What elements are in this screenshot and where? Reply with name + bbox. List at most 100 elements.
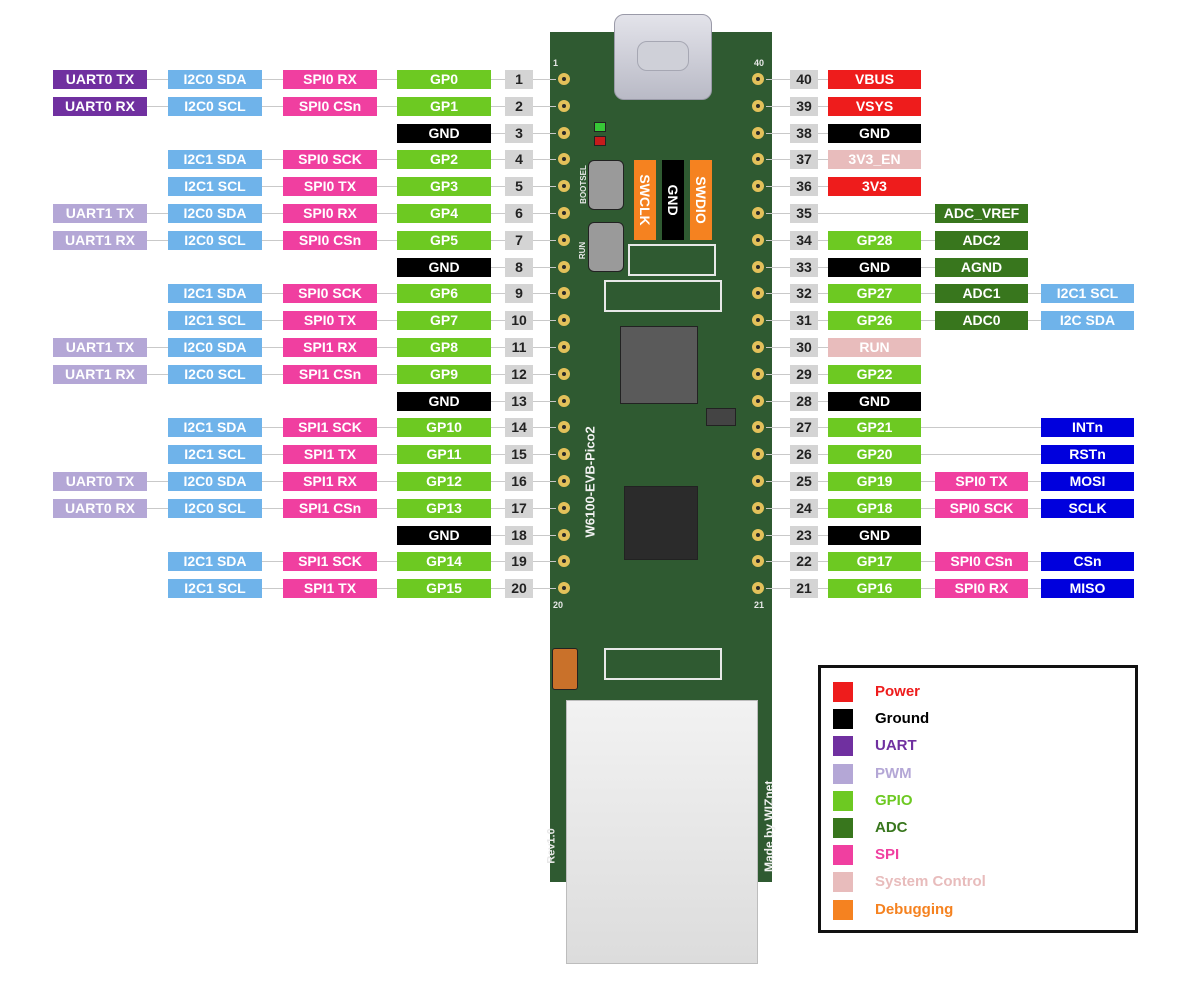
legend-swatch-debugging <box>833 899 853 920</box>
pin-pad-5 <box>558 180 570 193</box>
pin-pad-28 <box>752 394 764 407</box>
pin-24-gp18-label: GP18 <box>828 498 921 518</box>
pin-number-32: 32 <box>790 284 818 304</box>
pin-6-uart1-tx-label: UART1 TX <box>53 204 147 223</box>
pin-16-i2c0-sda-label: I2C0 SDA <box>168 472 262 491</box>
pin-number-11: 11 <box>505 338 533 357</box>
pin-25-mosi-label: MOSI <box>1041 472 1134 491</box>
connector-line <box>766 213 1018 214</box>
pin-15-i2c1-scl-label: I2C1 SCL <box>168 445 262 465</box>
pin-6-spi0-rx-label: SPI0 RX <box>283 204 377 223</box>
pin-pad-11 <box>558 341 570 353</box>
pin-17-uart0-rx-label: UART0 RX <box>53 498 147 518</box>
legend-label-gpio: GPIO <box>875 791 913 809</box>
pin-pad-35 <box>752 207 764 219</box>
pin-22-gp17-label: GP17 <box>828 552 921 572</box>
pin-14-i2c1-sda-label: I2C1 SDA <box>168 418 262 438</box>
pin-number-3: 3 <box>505 123 533 143</box>
flash-chip <box>706 408 736 426</box>
status-led-red <box>594 136 606 146</box>
pin-number-34: 34 <box>790 230 818 250</box>
pin-35-adc-vref-label: ADC_VREF <box>935 204 1028 223</box>
pin-11-uart1-tx-label: UART1 TX <box>53 338 147 357</box>
pin-pad-13 <box>558 394 570 407</box>
bottom-header <box>604 648 722 680</box>
pin-number-38: 38 <box>790 123 818 143</box>
pin-5-gp3-label: GP3 <box>397 177 491 197</box>
pin-33-gnd-label: GND <box>828 257 921 277</box>
pin-33-agnd-label: AGND <box>935 257 1028 277</box>
pin-number-13: 13 <box>505 391 533 411</box>
pin-number-12: 12 <box>505 364 533 384</box>
pin-number-27: 27 <box>790 418 818 438</box>
pin-31-gp26-label: GP26 <box>828 311 921 331</box>
pin-pad-29 <box>752 367 764 380</box>
pin-15-gp11-label: GP11 <box>397 445 491 465</box>
pin-pad-7 <box>558 233 570 246</box>
usb-c-connector <box>614 14 712 100</box>
legend-label-system-control: System Control <box>875 873 986 891</box>
pin-11-i2c0-sda-label: I2C0 SDA <box>168 338 262 357</box>
debug-swdio-label: SWDIO <box>690 160 712 240</box>
pin-12-gp9-label: GP9 <box>397 364 491 384</box>
pin-9-i2c1-sda-label: I2C1 SDA <box>168 284 262 304</box>
rj45-ethernet-jack <box>566 700 758 964</box>
pin-7-uart1-rx-label: UART1 RX <box>53 230 147 250</box>
pin-pad-12 <box>558 367 570 380</box>
pin-26-gp20-label: GP20 <box>828 445 921 465</box>
pin-2-i2c0-scl-label: I2C0 SCL <box>168 96 262 116</box>
pin-pad-40 <box>752 73 764 85</box>
pin-pad-1 <box>558 73 570 85</box>
pin-pad-2 <box>558 99 570 112</box>
pin-22-spi0-csn-label: SPI0 CSn <box>935 552 1028 572</box>
pin-number-9: 9 <box>505 284 533 304</box>
pin-pad-20 <box>558 582 570 595</box>
pin-pad-26 <box>752 448 764 461</box>
pin-pad-15 <box>558 448 570 461</box>
pin-21-gp16-label: GP16 <box>828 579 921 599</box>
pin-pad-16 <box>558 475 570 487</box>
pin-number-18: 18 <box>505 525 533 545</box>
legend-label-pwm: PWM <box>875 764 912 782</box>
pin-20-i2c1-scl-label: I2C1 SCL <box>168 579 262 599</box>
legend-label-uart: UART <box>875 737 917 755</box>
pin-2-uart0-rx-label: UART0 RX <box>53 96 147 116</box>
pin-10-i2c1-scl-label: I2C1 SCL <box>168 311 262 331</box>
legend-swatch-pwm <box>833 763 853 784</box>
debug-gnd-label: GND <box>662 160 684 240</box>
pin-7-gp5-label: GP5 <box>397 230 491 250</box>
pin-pad-21 <box>752 582 764 595</box>
pin-number-36: 36 <box>790 177 818 197</box>
pin-pad-34 <box>752 233 764 246</box>
debug-header <box>628 244 716 276</box>
pin-34-gp28-label: GP28 <box>828 230 921 250</box>
pin-number-17: 17 <box>505 498 533 518</box>
pin-15-spi1-tx-label: SPI1 TX <box>283 445 377 465</box>
pin-number-24: 24 <box>790 498 818 518</box>
pin-37-3v3-en-label: 3V3_EN <box>828 150 921 170</box>
pin-pad-22 <box>752 555 764 568</box>
w6100-chip <box>624 486 698 560</box>
pin-pad-33 <box>752 260 764 273</box>
pin-20-spi1-tx-label: SPI1 TX <box>283 579 377 599</box>
pin-29-gp22-label: GP22 <box>828 364 921 384</box>
pin-number-40: 40 <box>790 70 818 89</box>
pin-10-gp7-label: GP7 <box>397 311 491 331</box>
legend-label-ground: Ground <box>875 710 930 728</box>
capacitor <box>552 648 578 690</box>
pin-number-21: 21 <box>790 579 818 599</box>
pin-number-4: 4 <box>505 150 533 170</box>
pin-19-i2c1-sda-label: I2C1 SDA <box>168 552 262 572</box>
pin-16-spi1-rx-label: SPI1 RX <box>283 472 377 491</box>
pin-19-gp14-label: GP14 <box>397 552 491 572</box>
pin-number-33: 33 <box>790 257 818 277</box>
pin-16-gp12-label: GP12 <box>397 472 491 491</box>
debug-gnd-text: GND <box>665 184 681 216</box>
pin-number-2: 2 <box>505 96 533 116</box>
pin-pad-9 <box>558 287 570 300</box>
legend-swatch-gpio <box>833 790 853 811</box>
pin-number-29: 29 <box>790 364 818 384</box>
pin-1-uart0-tx-label: UART0 TX <box>53 70 147 89</box>
pin-3-gnd-label: GND <box>397 123 491 143</box>
rp2350-chip <box>620 326 698 404</box>
